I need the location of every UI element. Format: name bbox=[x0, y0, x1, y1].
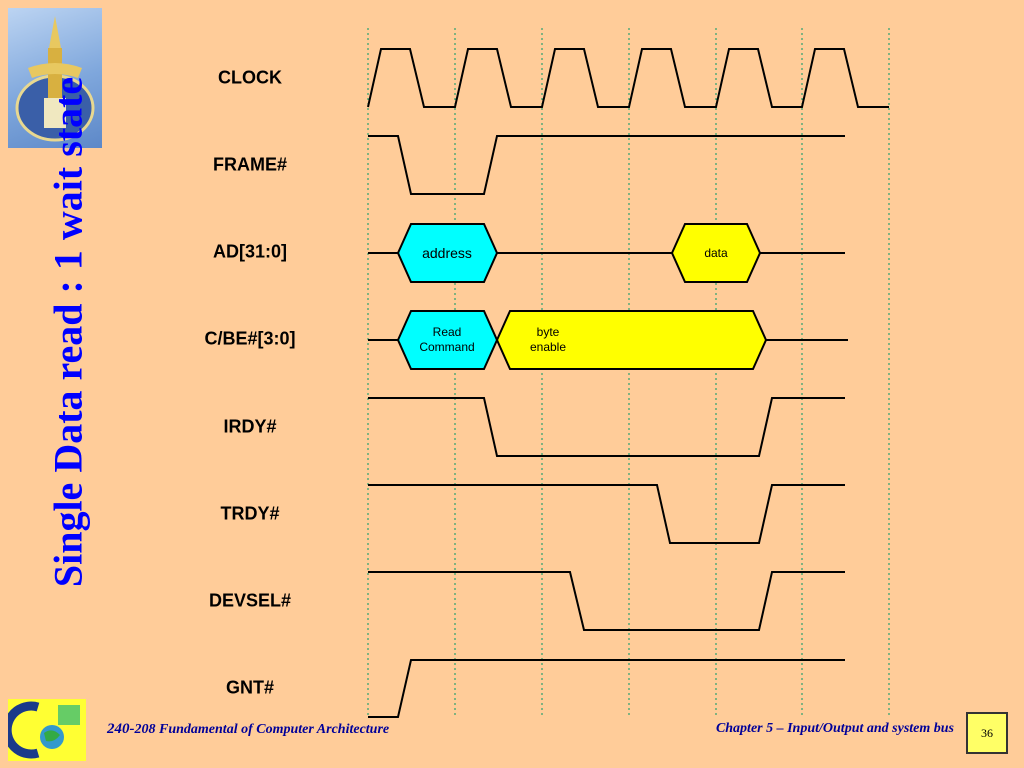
clock-gridlines bbox=[367, 28, 890, 718]
university-emblem-icon bbox=[8, 8, 102, 148]
footer-course-title: 208 Fundamental of Computer Architecture bbox=[134, 722, 390, 737]
signal-label-frame: FRAME# bbox=[212, 154, 287, 175]
trdy-waveform bbox=[368, 484, 845, 544]
irdy-waveform bbox=[368, 397, 845, 457]
cbe-byte-enable-label-2: enable bbox=[530, 340, 566, 354]
signal-label-gnt: GNT# bbox=[225, 677, 274, 698]
signal-label-trdy: TRDY# bbox=[220, 503, 280, 524]
footer-course: 240-208 Fundamental of Computer Architec… bbox=[107, 721, 389, 738]
devsel-waveform bbox=[368, 571, 845, 631]
ad-data-cell bbox=[670, 223, 762, 283]
cbe-read-command-label-1: Read bbox=[433, 325, 462, 339]
cbe-byte-enable-label-1: byte bbox=[537, 325, 560, 339]
clock-waveform bbox=[367, 48, 889, 108]
ad-address-cell bbox=[396, 223, 499, 283]
cbe-byte-enable-cell bbox=[495, 310, 768, 370]
ad-address-label: address bbox=[422, 245, 472, 261]
department-logo-icon bbox=[2, 699, 86, 761]
chip-icon: 36 bbox=[966, 712, 1008, 754]
signal-label-devsel: DEVSEL# bbox=[208, 590, 292, 611]
cbe-read-command-label-2: Command bbox=[419, 340, 474, 354]
signal-label-irdy: IRDY# bbox=[223, 416, 277, 437]
frame-waveform bbox=[368, 135, 845, 195]
footer-course-number: 240- bbox=[107, 721, 135, 737]
gnt-waveform bbox=[368, 659, 845, 718]
signal-label-cbe: C/BE#[3:0] bbox=[204, 328, 296, 349]
footer-chapter: Chapter 5 – Input/Output and system bus bbox=[715, 721, 954, 736]
page-number: 36 bbox=[981, 725, 993, 740]
signal-label-ad: AD[31:0] bbox=[212, 241, 287, 262]
signal-label-clock: CLOCK bbox=[218, 67, 282, 88]
ad-data-label: data bbox=[704, 246, 728, 260]
